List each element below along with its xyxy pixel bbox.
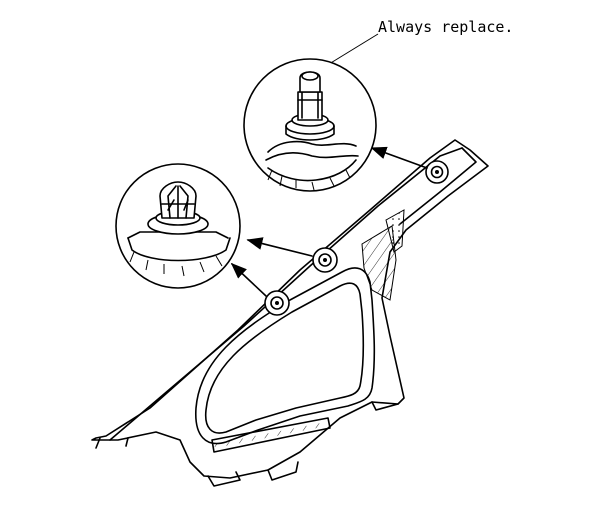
lower-clip: [264, 290, 290, 316]
arrow-middle: [246, 237, 313, 257]
callout-label: Always replace.: [378, 18, 514, 36]
upper-clip-detail: [243, 58, 377, 192]
arrow-lower: [230, 262, 267, 297]
middle-clip: [312, 247, 338, 273]
lower-clip-detail: [115, 163, 241, 289]
arrow-upper: [370, 146, 428, 169]
upper-clip: [425, 160, 449, 184]
pillar-trim-panel: [91, 139, 489, 487]
